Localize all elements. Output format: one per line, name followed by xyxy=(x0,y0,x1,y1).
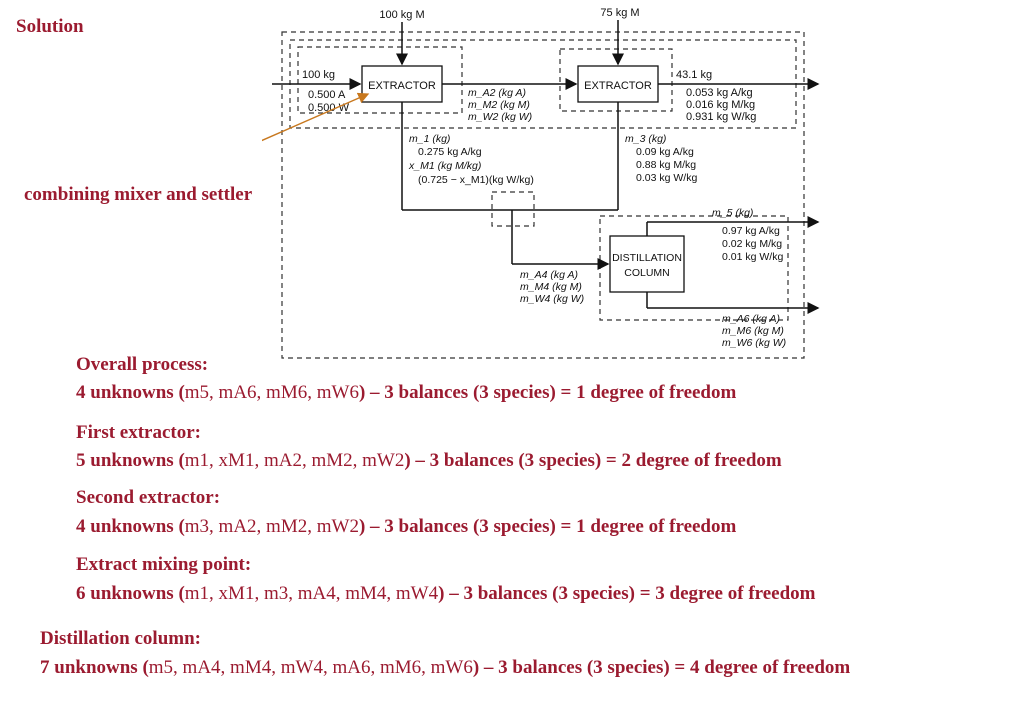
m5-a: 0.97 kg A/kg xyxy=(722,225,780,237)
m4-m: m_M4 (kg M) xyxy=(520,281,582,293)
extractor1-box xyxy=(361,65,443,103)
mid-w: m_W2 (kg W) xyxy=(468,111,532,123)
feed-in-a: 0.500 A xyxy=(308,89,346,101)
out-top: 43.1 kg xyxy=(676,69,712,81)
out-top-m: 0.016 kg M/kg xyxy=(686,99,755,111)
process-flow-diagram: EXTRACTOR EXTRACTOR DISTILLATION COLUMN … xyxy=(262,7,820,359)
feed-in-w: 0.500 W xyxy=(308,102,350,114)
annotation-combining-mixer-settler: combining mixer and settler xyxy=(24,184,253,205)
m6-a: m_A6 (kg A) xyxy=(722,313,780,325)
section-equation: 4 unknowns (m5, mA6, mM6, mW6) – 3 balan… xyxy=(76,382,737,403)
overall-boundary xyxy=(281,31,805,359)
section-equation: 6 unknowns (m1, xM1, m3, mA4, mM4, mW4) … xyxy=(76,583,816,604)
section-heading: Second extractor: xyxy=(76,487,221,508)
m6-m: m_M6 (kg M) xyxy=(722,325,784,337)
section-equation: 7 unknowns (m5, mA4, mM4, mW4, mA6, mM6,… xyxy=(40,657,851,678)
distillation-label-1: DISTILLATION xyxy=(612,252,682,264)
distillation-label-2: COLUMN xyxy=(624,267,670,279)
m1-w: (0.725 − x_M1)(kg W/kg) xyxy=(418,174,534,186)
m4-a: m_A4 (kg A) xyxy=(520,269,578,281)
section-equation: 5 unknowns (m1, xM1, mA2, mM2, mW2) – 3 … xyxy=(76,450,782,471)
feed-m2-label: 75 kg M xyxy=(600,7,639,19)
m3-w: 0.03 kg W/kg xyxy=(636,172,697,184)
feed-in-label: 100 kg xyxy=(302,69,335,81)
section-equation: 4 unknowns (m3, mA2, mM2, mW2) – 3 balan… xyxy=(76,516,737,537)
section-heading: Distillation column: xyxy=(40,628,201,649)
feed-m-label: 100 kg M xyxy=(379,9,424,21)
solution-title: Solution xyxy=(16,16,84,37)
mid-m: m_M2 (kg M) xyxy=(468,99,530,111)
m3-m: 0.88 kg M/kg xyxy=(636,159,696,171)
section-heading: Overall process: xyxy=(76,354,209,375)
m4-w: m_W4 (kg W) xyxy=(520,293,584,305)
extractor2-boundary xyxy=(559,48,673,112)
section-heading: Extract mixing point: xyxy=(76,554,252,575)
m1-a: 0.275 kg A/kg xyxy=(418,146,482,158)
out-top-a: 0.053 kg A/kg xyxy=(686,87,753,99)
extractor1-boundary xyxy=(297,46,463,114)
m3-a: 0.09 kg A/kg xyxy=(636,146,694,158)
mixing-point-boundary xyxy=(491,191,535,227)
m6-w: m_W6 (kg W) xyxy=(722,337,786,349)
mid-a: m_A2 (kg A) xyxy=(468,87,526,99)
section-heading: First extractor: xyxy=(76,422,202,443)
distillation-box xyxy=(609,235,685,293)
extractor2-label: EXTRACTOR xyxy=(584,80,652,92)
m5-label: m_5 (kg) xyxy=(712,207,753,219)
m3-label: m_3 (kg) xyxy=(625,133,666,145)
extractor1-label: EXTRACTOR xyxy=(368,80,436,92)
extractor2-box xyxy=(577,65,659,103)
m5-w: 0.01 kg W/kg xyxy=(722,251,783,263)
m5-m: 0.02 kg M/kg xyxy=(722,238,782,250)
out-top-w: 0.931 kg W/kg xyxy=(686,111,756,123)
annotation-arrow xyxy=(262,92,370,142)
m1-label: m_1 (kg) xyxy=(409,133,450,145)
m1-m: x_M1 (kg M/kg) xyxy=(408,160,481,172)
